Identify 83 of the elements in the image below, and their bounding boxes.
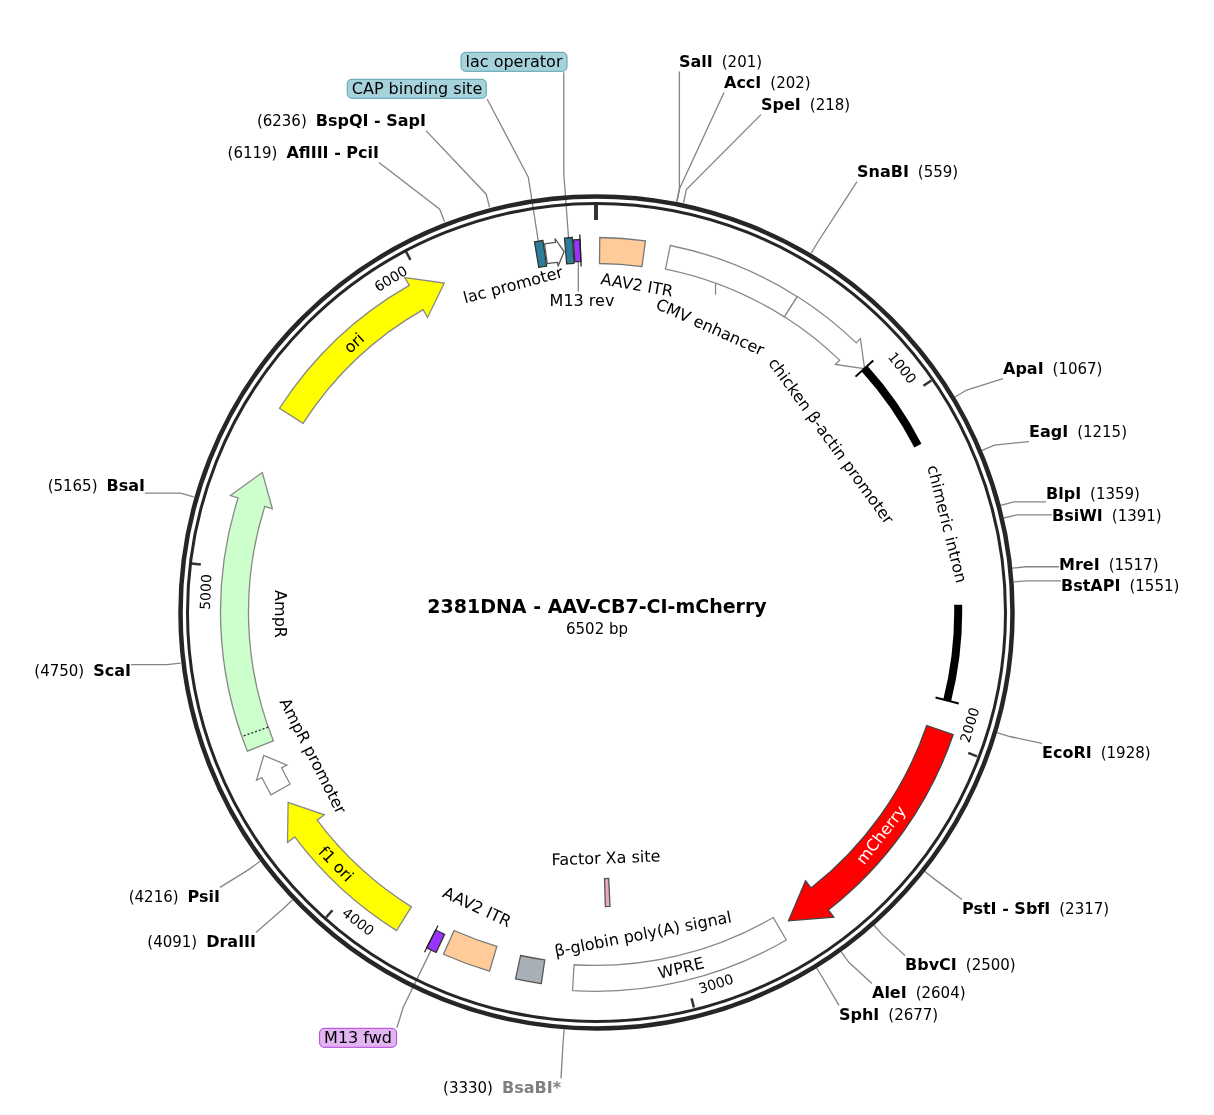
site-position: (1067) <box>1052 360 1103 379</box>
site-position: (4750) <box>34 662 85 681</box>
leader-line <box>1012 580 1062 583</box>
leader-line <box>810 180 858 254</box>
leader-line <box>1003 514 1053 519</box>
site-position: (4091) <box>147 933 198 952</box>
site-position: (3330) <box>443 1079 493 1098</box>
site-position: (1928) <box>1100 744 1151 763</box>
site-position: (4216) <box>128 888 179 907</box>
leader-line <box>873 924 906 957</box>
site-position: (1391) <box>1111 507 1162 526</box>
leader-line <box>560 1028 565 1080</box>
enzyme-name: AccI <box>724 73 762 93</box>
enzyme-name: MreI <box>1059 555 1100 575</box>
leader-line <box>981 440 1030 451</box>
leader-line <box>425 129 491 208</box>
enzyme-name: BstAPI <box>1061 576 1121 596</box>
enzyme-name: AflIII - PciI <box>286 143 379 163</box>
leader-line <box>676 70 681 202</box>
callout-label: lac operator <box>460 51 568 73</box>
enzyme-name: SnaBI <box>857 162 909 182</box>
site-position: (5165) <box>47 477 98 496</box>
tick-label: 2000 <box>957 705 984 745</box>
site-position: (2500) <box>965 956 1016 975</box>
site-position: (218) <box>809 96 851 115</box>
enzyme-name: SalI <box>679 52 713 72</box>
leader-line <box>676 91 725 203</box>
site-position: (1359) <box>1090 485 1140 504</box>
leader-line <box>144 492 195 498</box>
enzyme-name: PstI - SbfI <box>962 899 1051 919</box>
enzyme-name: ScaI <box>93 661 131 681</box>
leader-line <box>954 377 1004 398</box>
enzyme-name: AleI <box>872 983 907 1003</box>
feature-label: AmpR <box>270 590 290 638</box>
enzyme-name: SpeI <box>761 95 801 115</box>
plasmid-name: 2381DNA - AAV-CB7-CI-mCherry <box>427 594 767 618</box>
enzyme-name: BsaI <box>106 476 145 496</box>
leader-line <box>577 261 579 293</box>
feature-label: AAV2 ITR <box>439 882 515 932</box>
enzyme-name: EcoRI <box>1042 743 1092 763</box>
leader-line <box>219 860 261 889</box>
enzyme-name: EagI <box>1029 422 1069 442</box>
leader-line <box>682 113 762 204</box>
leader-line <box>923 870 963 901</box>
sequence-length: 6502 bp <box>566 620 628 638</box>
enzyme-name: BsaBI* <box>501 1078 561 1098</box>
leader-line <box>1000 501 1047 507</box>
site-position: (6119) <box>227 144 278 163</box>
site-position: (2677) <box>888 1006 939 1025</box>
enzyme-name: BbvCI <box>905 955 957 975</box>
leader-line <box>840 950 873 985</box>
feature-label: Factor Xa site <box>551 846 661 870</box>
enzyme-name: ApaI <box>1003 359 1044 379</box>
leader-line <box>563 71 570 239</box>
site-position: (559) <box>917 163 959 182</box>
site-position: (201) <box>721 53 763 72</box>
site-position: (2604) <box>915 984 966 1003</box>
leader-line <box>815 967 840 1007</box>
site-position: (1517) <box>1108 556 1159 575</box>
enzyme-name: DraIII <box>206 932 256 952</box>
site-position: (1551) <box>1129 577 1180 596</box>
enzyme-name: SphI <box>839 1005 880 1025</box>
site-position: (6236) <box>256 112 307 131</box>
enzyme-name: BspQI - SapI <box>315 111 426 131</box>
feature-label: chimeric intron <box>923 463 971 585</box>
site-position: (2317) <box>1059 900 1110 919</box>
leader-line <box>996 731 1043 745</box>
leader-line <box>130 662 182 666</box>
site-position: (202) <box>770 74 811 93</box>
feature-label: f1 ori <box>314 842 358 886</box>
feature-label: ori <box>339 328 369 358</box>
leader-line <box>1011 566 1060 569</box>
leader-line <box>378 161 446 223</box>
leader-line <box>486 98 539 242</box>
leader-line <box>255 899 294 934</box>
site-position: (1215) <box>1077 423 1128 442</box>
enzyme-name: BlpI <box>1046 484 1082 504</box>
callout-label: CAP binding site <box>346 78 488 100</box>
enzyme-name: BsiWI <box>1052 506 1103 526</box>
callout-label: M13 fwd <box>319 1027 397 1049</box>
leader-line <box>396 949 432 1029</box>
tick-label: 5000 <box>196 573 215 611</box>
enzyme-name: PsiI <box>187 887 220 907</box>
